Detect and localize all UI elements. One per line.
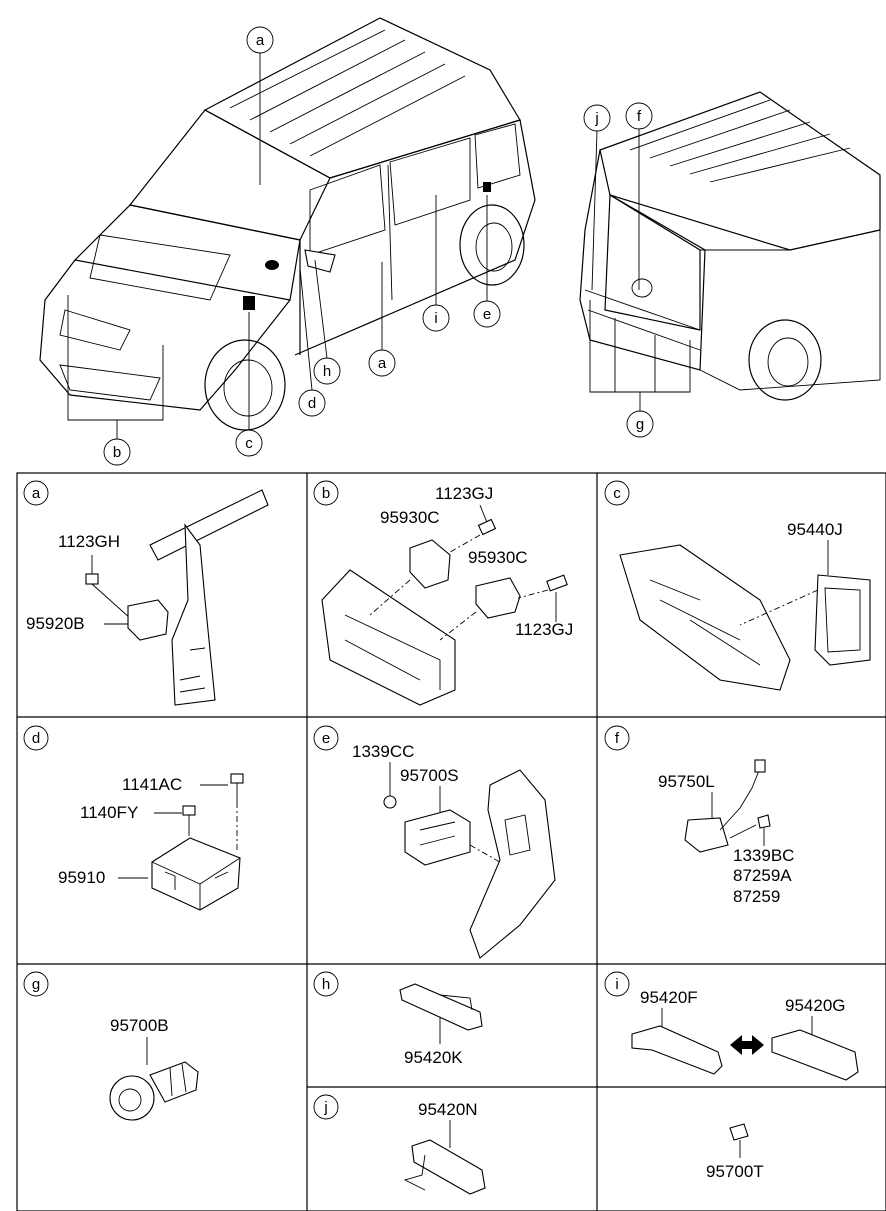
panel-i: i 95420F 95420G bbox=[604, 971, 859, 1081]
part-label-1339CC: 1339CC bbox=[352, 742, 414, 761]
callout-f: f bbox=[637, 108, 642, 125]
part-label-95930C-left: 95930C bbox=[380, 508, 440, 527]
part-label-95930C-right: 95930C bbox=[468, 548, 528, 567]
rear-callouts: j f g bbox=[583, 102, 691, 438]
dash-panel bbox=[619, 544, 791, 691]
part-label-95750L: 95750L bbox=[658, 772, 715, 791]
sensor-95930C-right bbox=[475, 577, 521, 619]
antenna-95420K bbox=[399, 983, 483, 1031]
part-label-95420K: 95420K bbox=[404, 1048, 463, 1067]
panel-a: a 1123GH 95920B bbox=[23, 480, 269, 706]
part-label-1123GJ-top: 1123GJ bbox=[435, 484, 493, 503]
callout-h: h bbox=[323, 363, 331, 380]
panel-e-letter: e bbox=[322, 730, 330, 747]
sensor-95700S bbox=[404, 809, 471, 866]
callout-b: b bbox=[113, 444, 121, 461]
front-callouts: a a b c d h i e bbox=[67, 26, 501, 466]
panel-e: e 1339CC 95700S bbox=[313, 725, 556, 959]
module-95440J bbox=[814, 574, 871, 666]
antenna-95420G bbox=[771, 1029, 859, 1081]
callout-d: d bbox=[308, 395, 316, 412]
part-label-95440J: 95440J bbox=[787, 520, 843, 539]
panel-k: 95700T bbox=[706, 1123, 764, 1181]
callout-i: i bbox=[434, 310, 437, 327]
part-label-1123GH: 1123GH bbox=[58, 532, 120, 551]
panel-i-letter: i bbox=[615, 976, 618, 993]
part-label-95700S: 95700S bbox=[400, 766, 459, 785]
panel-f: f 95750L 1339BC 87259A 87259 bbox=[604, 725, 794, 906]
part-label-1123GJ-bottom: 1123GJ bbox=[515, 620, 573, 639]
panel-c: c 95440J bbox=[604, 480, 871, 691]
panel-d: d 1141AC 1140FY 95910 bbox=[23, 725, 244, 911]
panel-c-letter: c bbox=[613, 485, 621, 502]
part-label-87259A: 87259A bbox=[733, 866, 792, 885]
front-vehicle-illustration bbox=[39, 17, 536, 431]
antenna-95420F bbox=[631, 1025, 723, 1075]
part-label-87259: 87259 bbox=[733, 887, 780, 906]
callout-j: j bbox=[594, 110, 598, 127]
callout-g: g bbox=[636, 416, 644, 433]
panel-j: j 95420N bbox=[313, 1094, 486, 1195]
callout-c: c bbox=[245, 435, 253, 452]
part-label-95420F: 95420F bbox=[640, 988, 698, 1007]
part-label-95420G: 95420G bbox=[785, 996, 846, 1015]
part-label-1339BC: 1339BC bbox=[733, 846, 794, 865]
panel-j-letter: j bbox=[323, 1099, 327, 1116]
part-label-1140FY: 1140FY bbox=[80, 803, 138, 822]
rear-vehicle-illustration bbox=[579, 91, 881, 401]
part-label-95700T: 95700T bbox=[706, 1162, 764, 1181]
camera-95750L bbox=[684, 817, 729, 853]
panel-g: g 95700B bbox=[23, 971, 199, 1121]
sensor-95920B bbox=[127, 599, 169, 641]
sensor-95700B bbox=[109, 1075, 155, 1121]
airbag-module-95910 bbox=[151, 837, 241, 911]
double-arrow-icon bbox=[730, 1035, 764, 1055]
parts-grid bbox=[16, 472, 886, 1211]
panel-a-letter: a bbox=[32, 485, 41, 502]
quarter-panel-inner bbox=[469, 769, 556, 959]
callout-a-top: a bbox=[256, 32, 265, 49]
panel-f-letter: f bbox=[615, 730, 620, 747]
callout-e: e bbox=[483, 306, 491, 323]
sensor-95700T bbox=[729, 1123, 749, 1141]
callout-a-side: a bbox=[378, 355, 387, 372]
part-label-95910: 95910 bbox=[58, 868, 105, 887]
panel-d-letter: d bbox=[32, 730, 40, 747]
part-label-95920B: 95920B bbox=[26, 614, 85, 633]
panel-h: h 95420K bbox=[313, 971, 483, 1067]
part-label-95700B: 95700B bbox=[110, 1016, 169, 1035]
part-label-95420N: 95420N bbox=[418, 1100, 478, 1119]
bolt-1123GH bbox=[85, 573, 99, 585]
panel-g-letter: g bbox=[32, 976, 40, 993]
panel-b: b 1123GJ 95930C 95930C 1123GJ bbox=[313, 480, 573, 706]
antenna-95420N bbox=[411, 1139, 486, 1195]
radiator-support bbox=[321, 569, 456, 706]
sensor-95930C-left bbox=[409, 539, 451, 589]
panel-h-letter: h bbox=[322, 976, 330, 993]
part-label-1141AC: 1141AC bbox=[122, 775, 182, 794]
pillar-bracket bbox=[149, 489, 269, 561]
panel-b-letter: b bbox=[322, 485, 330, 502]
